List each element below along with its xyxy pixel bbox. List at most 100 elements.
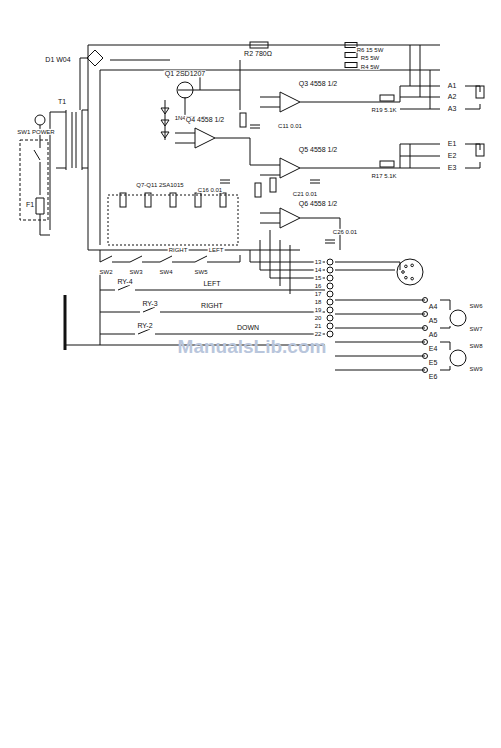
part-label: RY-4	[116, 278, 133, 285]
terminal	[327, 331, 333, 337]
part-label: 15	[314, 275, 323, 281]
capacitor-symbol	[310, 180, 320, 183]
resistor-symbol	[195, 193, 201, 207]
resistor-symbol	[476, 144, 484, 156]
capacitor-symbol	[325, 240, 335, 243]
terminal	[423, 340, 428, 345]
part-label: R17 5.1K	[370, 173, 397, 179]
part-label: RIGHT	[168, 247, 189, 253]
part-label: A5	[428, 317, 439, 324]
part-label: R6 15 5W	[356, 47, 385, 53]
resistor-symbol	[476, 86, 484, 98]
part-label: Q6 4558 1/2	[298, 200, 339, 207]
part-label: C16 0.01	[197, 187, 223, 193]
terminal	[327, 315, 333, 321]
resistor-symbol	[120, 193, 126, 207]
part-label: E4	[428, 345, 439, 352]
connector-pin	[411, 264, 414, 267]
terminal	[327, 291, 333, 297]
part-label: A6	[428, 331, 439, 338]
part-label: 14	[314, 267, 323, 273]
part-label: 17	[314, 291, 323, 297]
resistor-symbol	[380, 161, 394, 167]
part-label: SW9	[468, 366, 483, 372]
part-label: RY-3	[141, 300, 158, 307]
part-label: E2	[447, 152, 458, 159]
part-label: T1	[57, 98, 67, 105]
terminal	[327, 259, 333, 265]
part-label: R2 780Ω	[243, 50, 273, 57]
part-label: F1	[25, 201, 35, 208]
resistor-symbol	[270, 178, 276, 192]
terminal	[327, 323, 333, 329]
terminal	[327, 275, 333, 281]
part-label: LEFT	[208, 247, 225, 253]
resistor-symbol	[380, 95, 394, 101]
part-label: RY-2	[136, 322, 153, 329]
part-label: SW1 POWER	[16, 129, 55, 135]
terminal	[423, 368, 428, 373]
part-label: RIGHT	[200, 302, 224, 309]
part-label: SW4	[158, 269, 173, 275]
terminal	[423, 326, 428, 331]
part-label: E6	[428, 373, 439, 380]
part-label: SW8	[468, 343, 483, 349]
part-label: Q4 4558 1/2	[185, 116, 226, 123]
part-label: SW7	[468, 326, 483, 332]
part-label: 19	[314, 307, 323, 313]
terminal	[327, 299, 333, 305]
part-label: Q7-Q11 2SA1015	[135, 182, 184, 188]
part-label: C21 0.01	[292, 191, 318, 197]
part-label: 16	[314, 283, 323, 289]
part-label: A3	[447, 105, 458, 112]
part-label: A4	[428, 303, 439, 310]
terminal	[423, 312, 428, 317]
part-label: R19 5.1K	[370, 107, 397, 113]
part-label: SW5	[193, 269, 208, 275]
resistor-symbol	[255, 183, 261, 197]
terminal	[423, 298, 428, 303]
connector-pin	[411, 277, 414, 280]
resistor-symbol	[345, 53, 357, 58]
capacitor-symbol	[250, 125, 260, 128]
part-label: A2	[447, 93, 458, 100]
connector-pin	[405, 276, 408, 279]
part-label: SW2	[98, 269, 113, 275]
capacitor-symbol	[220, 180, 230, 183]
part-label: E3	[447, 164, 458, 171]
resistor-symbol	[170, 193, 176, 207]
watermark: ManualsLib.com	[177, 337, 328, 357]
component-symbols	[120, 42, 484, 373]
terminal	[327, 307, 333, 313]
connector-pin	[402, 271, 405, 274]
resistor-symbol	[145, 193, 151, 207]
part-label: E5	[428, 359, 439, 366]
part-label: 13	[314, 259, 323, 265]
part-label: D1 W04	[44, 56, 71, 63]
part-label: Q1 2SD1207	[164, 70, 206, 77]
part-label: C11 0.01	[277, 123, 303, 129]
part-label: 18	[314, 299, 323, 305]
part-label: Q3 4558 1/2	[298, 80, 339, 87]
resistor-symbol	[220, 193, 226, 207]
part-label: 21	[314, 323, 323, 329]
wiring	[20, 45, 480, 370]
part-label: E1	[447, 140, 458, 147]
terminal	[423, 354, 428, 359]
resistor-symbol	[345, 63, 357, 68]
part-label: R4 5W	[360, 64, 380, 70]
resistor-symbol	[240, 113, 246, 127]
terminal	[327, 267, 333, 273]
terminal	[327, 283, 333, 289]
part-label: A1	[447, 82, 458, 89]
resistor-symbol	[250, 42, 268, 48]
part-label: Q5 4558 1/2	[298, 146, 339, 153]
part-label: 20	[314, 315, 323, 321]
part-label: C26 0.01	[332, 229, 358, 235]
part-label: LEFT	[202, 280, 221, 287]
part-label: R5 5W	[360, 55, 380, 61]
connector-pin	[405, 265, 408, 268]
